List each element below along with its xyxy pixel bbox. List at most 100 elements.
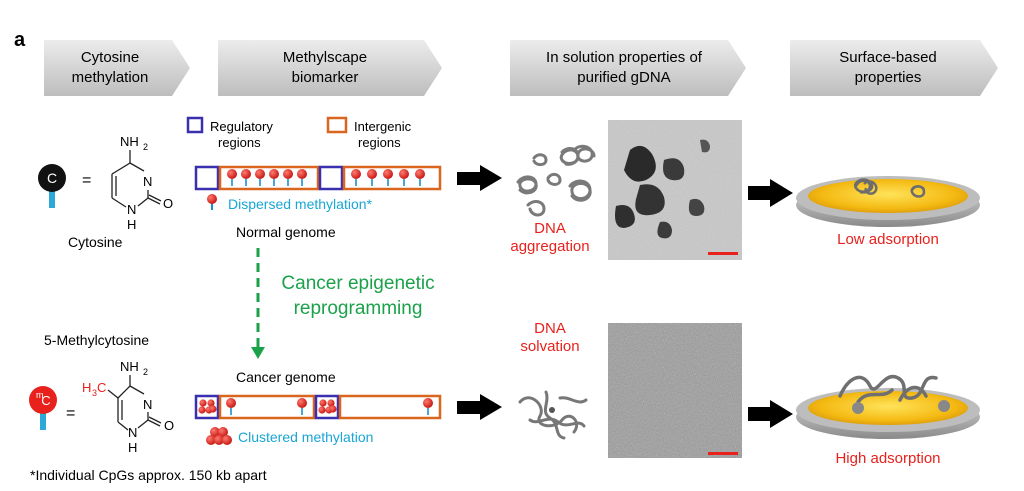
cytosine-structure bbox=[111, 150, 162, 208]
normal-methylation-pin bbox=[241, 169, 251, 179]
clustered-methylation-pin bbox=[327, 399, 335, 407]
cancer-methylation-pin bbox=[226, 398, 236, 408]
header-3-line1: In solution properties of bbox=[546, 49, 703, 66]
arrow-to-high-adsorption bbox=[748, 400, 793, 428]
legend-intergenic: Intergenic regions bbox=[326, 116, 412, 150]
reprogramming-line1: Cancer epigenetic bbox=[281, 273, 434, 294]
cytosine-amine-sub: 2 bbox=[143, 142, 148, 152]
clustered-methylation-pin bbox=[199, 399, 207, 407]
normal-methylation-pin bbox=[383, 169, 393, 179]
dna-aggregates-illustration bbox=[516, 144, 596, 217]
methylcytosine-n3: N bbox=[143, 397, 152, 412]
cytosine-name: Cytosine bbox=[68, 234, 123, 250]
cancer-genome-label: Cancer genome bbox=[236, 369, 336, 385]
legend-regulatory-swatch bbox=[186, 116, 204, 134]
cancer-regulatory-box-1 bbox=[194, 394, 220, 420]
methylcytosine-methyl-h: H bbox=[82, 380, 91, 395]
normal-methylation-pin bbox=[415, 169, 425, 179]
methylcytosine-amine-sub: 2 bbox=[143, 367, 148, 377]
cancer-intergenic-box-2 bbox=[338, 394, 442, 420]
normal-genome-strip bbox=[194, 165, 442, 191]
cancer-intergenic-box-1 bbox=[218, 394, 316, 420]
header-methylscape-biomarker: Methylscape biomarker bbox=[218, 40, 442, 96]
normal-regulatory-box-2 bbox=[318, 165, 344, 191]
legend-intergenic-line1: Intergenic bbox=[354, 119, 412, 134]
methylcytosine-structure bbox=[107, 375, 162, 431]
normal-intergenic-box-1 bbox=[218, 165, 320, 191]
header-surface-based-properties: Surface-based properties bbox=[790, 40, 998, 96]
header-2-line1: Methylscape bbox=[283, 49, 367, 66]
reprogramming-arrowhead bbox=[251, 347, 265, 359]
methylcytosine-methyl-c: C bbox=[97, 380, 106, 395]
cytosine-o: O bbox=[163, 196, 173, 211]
header-4-line1: Surface-based bbox=[839, 49, 937, 66]
scale-bar-1 bbox=[708, 252, 738, 255]
normal-regulatory-box-1 bbox=[194, 165, 220, 191]
cytosine-amine: NH bbox=[120, 134, 139, 149]
cytosine-n3: N bbox=[143, 174, 152, 189]
header-3-line2: purified gDNA bbox=[577, 69, 670, 86]
methylcytosine-h: H bbox=[128, 440, 137, 455]
normal-genome-label: Normal genome bbox=[236, 224, 336, 240]
arrow-to-solvation bbox=[457, 394, 502, 420]
methylcytosine-equals: = bbox=[66, 405, 75, 422]
gold-surface-low bbox=[796, 176, 980, 227]
legend-regulatory-line1: Regulatory bbox=[210, 119, 273, 134]
clustered-methylation-pin bbox=[198, 406, 206, 414]
solvation-line1: DNA bbox=[534, 320, 566, 337]
aggregation-line2: aggregation bbox=[510, 238, 589, 255]
normal-methylation-pin bbox=[351, 169, 361, 179]
tem-image-aggregation bbox=[608, 120, 742, 260]
header-cytosine-methylation: Cytosine methylation bbox=[44, 40, 190, 96]
normal-methylation-pin bbox=[297, 169, 307, 179]
cancer-regulatory-box-2 bbox=[314, 394, 340, 420]
methylcytosine-methyl-sub: 3 bbox=[92, 388, 97, 398]
tem-image-solvation bbox=[608, 323, 742, 458]
footnote: *Individual CpGs approx. 150 kb apart bbox=[30, 467, 267, 483]
dna-solvated-illustration bbox=[518, 390, 588, 440]
normal-methylation-pin bbox=[255, 169, 265, 179]
arrow-to-aggregation bbox=[457, 165, 502, 191]
header-in-solution-properties: In solution properties of purified gDNA bbox=[510, 40, 746, 96]
methylcytosine-symbol: m C bbox=[29, 386, 57, 430]
normal-methylation-pin bbox=[227, 169, 237, 179]
legend-regulatory-line2: regions bbox=[218, 135, 261, 150]
cytosine-equals: = bbox=[82, 172, 91, 189]
gold-surface-high bbox=[796, 374, 980, 439]
normal-methylation-pin bbox=[269, 169, 279, 179]
methylcytosine-n1: N bbox=[128, 425, 137, 440]
clustered-methylation-pin bbox=[319, 399, 327, 407]
header-4-line2: properties bbox=[855, 69, 922, 86]
cytosine-symbol: C bbox=[38, 164, 66, 208]
normal-methylation-pin bbox=[399, 169, 409, 179]
normal-methylation-pin bbox=[283, 169, 293, 179]
dispersed-methylation-label: Dispersed methylation* bbox=[228, 196, 373, 212]
header-1-line1: Cytosine bbox=[81, 49, 139, 66]
normal-methylation-pin bbox=[367, 169, 377, 179]
cancer-methylation-pin bbox=[423, 398, 433, 408]
cytosine-symbol-letter: C bbox=[47, 170, 57, 186]
dispersed-methylation-legend: Dispersed methylation* bbox=[207, 194, 373, 212]
cancer-methylation-pins bbox=[198, 398, 433, 415]
solvation-line2: solvation bbox=[520, 338, 579, 355]
legend-regulatory: Regulatory regions bbox=[186, 116, 273, 150]
clustered-methylation-pin bbox=[329, 405, 337, 413]
methylcytosine-symbol-letter: C bbox=[41, 393, 50, 408]
header-2-line2: biomarker bbox=[292, 69, 359, 86]
low-adsorption-label: Low adsorption bbox=[837, 231, 939, 248]
cytosine-n1: N bbox=[127, 202, 136, 217]
legend-intergenic-line2: regions bbox=[358, 135, 401, 150]
methylcytosine-o: O bbox=[164, 418, 174, 433]
arrow-to-low-adsorption bbox=[748, 179, 793, 207]
cancer-genome-strip bbox=[194, 394, 442, 420]
clustered-methylation-pin bbox=[209, 405, 217, 413]
normal-methylation-pins bbox=[227, 169, 425, 186]
methylcytosine-symbol-sup: m bbox=[36, 390, 44, 400]
reprogramming-line2: reprogramming bbox=[294, 298, 423, 319]
aggregation-line1: DNA bbox=[534, 220, 566, 237]
cytosine-h: H bbox=[127, 217, 136, 232]
clustered-methylation-legend: Clustered methylation bbox=[206, 427, 373, 445]
high-adsorption-label: High adsorption bbox=[835, 450, 940, 467]
panel-label: a bbox=[14, 29, 26, 51]
cancer-methylation-pin bbox=[297, 398, 307, 408]
